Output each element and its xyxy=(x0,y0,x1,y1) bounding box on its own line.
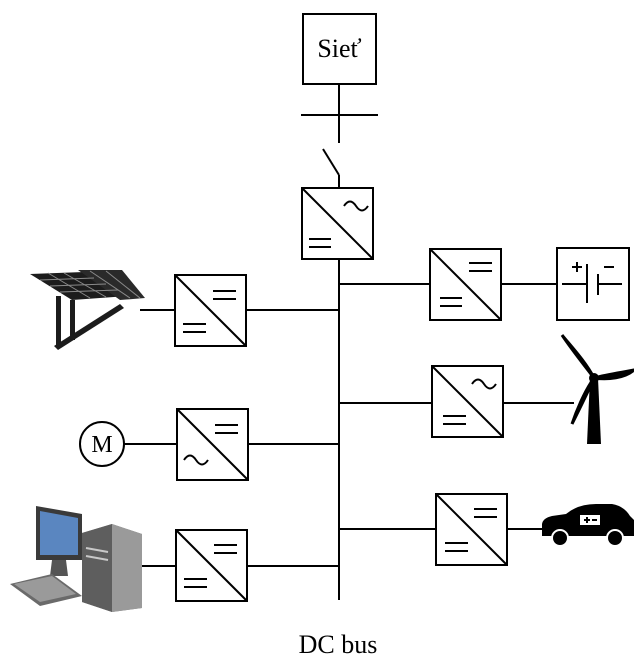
converter-grid-ac-dc xyxy=(301,187,374,260)
motor-label: M xyxy=(91,432,112,458)
wind-branch xyxy=(339,334,634,444)
motor-branch: M xyxy=(79,408,339,481)
battery-branch xyxy=(339,247,630,321)
battery-icon xyxy=(556,247,630,321)
motor-icon: M xyxy=(79,421,125,467)
solar-panel-icon xyxy=(30,270,145,350)
grid-label: Sieť xyxy=(317,34,361,63)
electric-car-icon xyxy=(542,504,634,547)
grid-box: Sieť xyxy=(302,13,377,85)
car-branch xyxy=(339,493,634,566)
dc-bus-label: DC bus xyxy=(299,630,378,659)
computer-branch xyxy=(10,506,339,612)
solar-branch xyxy=(30,270,339,350)
wind-turbine-icon xyxy=(560,334,634,444)
grid-connection xyxy=(301,84,378,188)
switch-icon xyxy=(322,148,340,188)
computer-icon xyxy=(10,506,142,612)
